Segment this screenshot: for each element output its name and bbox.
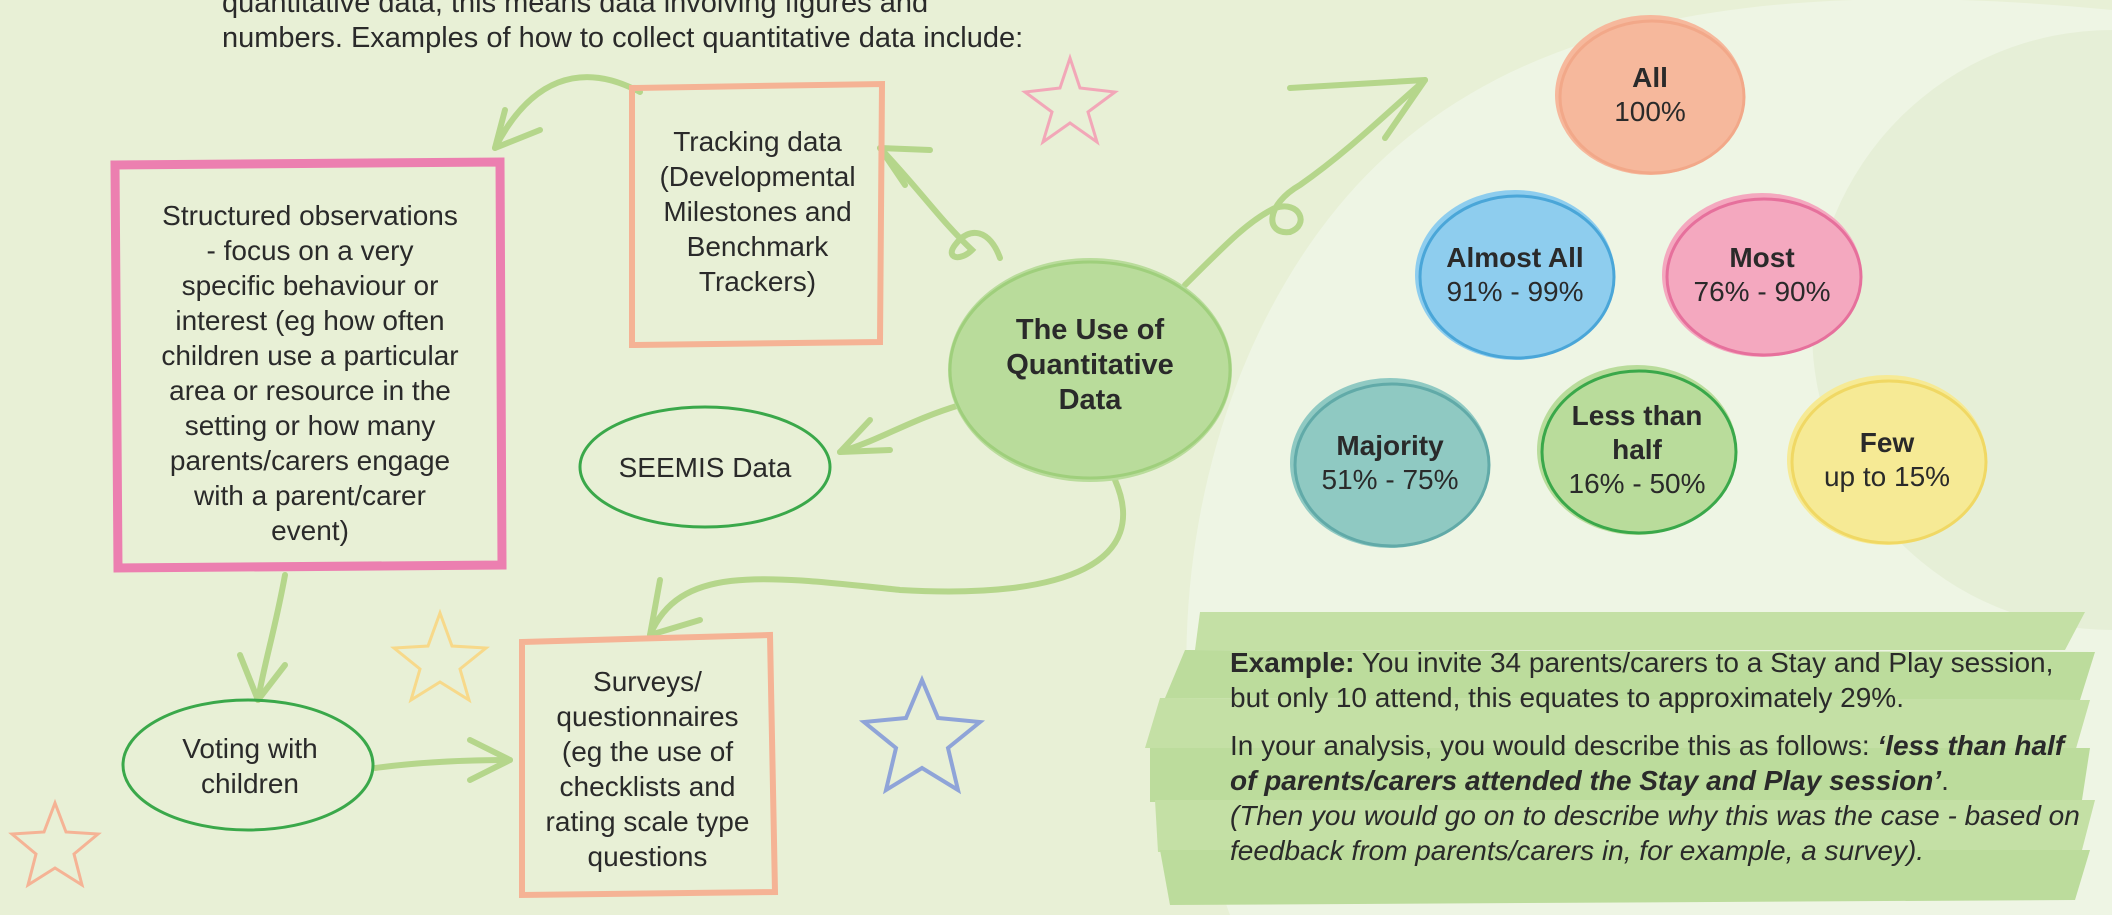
arrowhead-voting (237, 652, 288, 703)
example-text-1: You invite 34 parents/carers to a Stay a… (1230, 647, 2054, 713)
intro-text: quantitative data, this means data invol… (222, 0, 1122, 56)
arrowhead-voting-surveys (467, 737, 513, 783)
intro-line-2: numbers. Examples of how to collect quan… (222, 22, 1024, 54)
arrowhead-seemis (837, 417, 893, 455)
proportion-circle (1290, 378, 1490, 548)
proportion-range: 100% (1614, 96, 1686, 127)
center-blob (948, 258, 1232, 482)
example-panel: Example: You invite 34 parents/carers to… (1230, 645, 2090, 881)
proportion-circle (1537, 365, 1737, 535)
proportion-range: 51% - 75% (1321, 464, 1459, 495)
arrow-to-surveys-from-voting (372, 757, 513, 771)
tracking-box (629, 80, 886, 349)
structured-observations-text: Structured observations - focus on a ver… (161, 199, 459, 546)
example-text-3: . (1941, 765, 1949, 796)
seemis-data-text: SEEMIS Data (618, 452, 792, 483)
surveys-questionnaires-text: Surveys/ questionnaires (eg the use of c… (545, 666, 750, 872)
proportion-title: Majority (1336, 430, 1444, 461)
arrow-to-surveys (647, 477, 1127, 638)
yellow-star-icon (390, 608, 490, 704)
proportion-circle-outline (1418, 194, 1616, 360)
proportion-range: 91% - 99% (1446, 276, 1584, 307)
proportion-title: Almost All (1446, 242, 1584, 273)
proportion-circle-outline (1558, 19, 1746, 175)
example-paragraph-2: In your analysis, you would describe thi… (1230, 728, 2090, 868)
proportion-circles (1290, 15, 1988, 548)
arrow-to-voting (255, 572, 288, 703)
arrowhead-surveys (647, 577, 703, 638)
tracking-data-text: Tracking data (Developmental Milestones … (659, 125, 856, 297)
proportion-circle-outline (1790, 379, 1988, 545)
proportion-circle (1662, 193, 1862, 357)
voting-with-children-text: Voting with children (182, 732, 318, 799)
example-brush-background (1145, 612, 2095, 905)
example-quote: ‘less than half of parents/carers attend… (1230, 730, 2065, 796)
arrow-to-proportions (1182, 77, 1428, 288)
proportion-title: Most (1729, 242, 1795, 273)
seemis-ellipse (578, 405, 832, 529)
proportion-circle-outline (1293, 382, 1491, 548)
center-label: The Use of Quantitative Data (1006, 313, 1174, 416)
proportion-title: Few (1859, 427, 1915, 458)
proportion-title: All (1632, 62, 1668, 93)
example-label: Example: (1230, 647, 1355, 678)
arrowhead-proportions (1287, 77, 1428, 141)
pink-star-icon (1021, 53, 1119, 146)
example-text-2: In your analysis, you would describe thi… (1230, 730, 1878, 761)
intro-line-1: quantitative data, this means data invol… (222, 0, 929, 19)
proportion-circle (1415, 190, 1615, 360)
proportion-title: Less than half (1571, 400, 1703, 465)
structured-box (110, 157, 507, 573)
arrow-to-seemis (837, 402, 963, 455)
arrow-to-structured (492, 74, 643, 151)
arrows (237, 74, 1428, 783)
proportion-circle (1555, 15, 1745, 175)
center-blob-outline (948, 260, 1232, 480)
arrowhead-structured (492, 107, 543, 151)
proportion-range: up to 15% (1823, 461, 1951, 492)
blue-star-icon (858, 674, 986, 795)
peach-star-icon (8, 798, 102, 889)
example-paragraph-1: Example: You invite 34 parents/carers to… (1230, 645, 2090, 715)
proportion-range: 16% - 50% (1568, 468, 1706, 499)
voting-ellipse (121, 698, 375, 832)
proportion-range: 76% - 90% (1693, 276, 1831, 307)
surveys-box (519, 631, 779, 899)
proportion-circle-outline (1540, 369, 1738, 535)
arrow-to-tracking (877, 145, 1003, 261)
proportion-circle (1787, 375, 1987, 545)
proportion-circle-outline (1665, 197, 1863, 357)
example-note: (Then you would go on to describe why th… (1230, 800, 2080, 866)
